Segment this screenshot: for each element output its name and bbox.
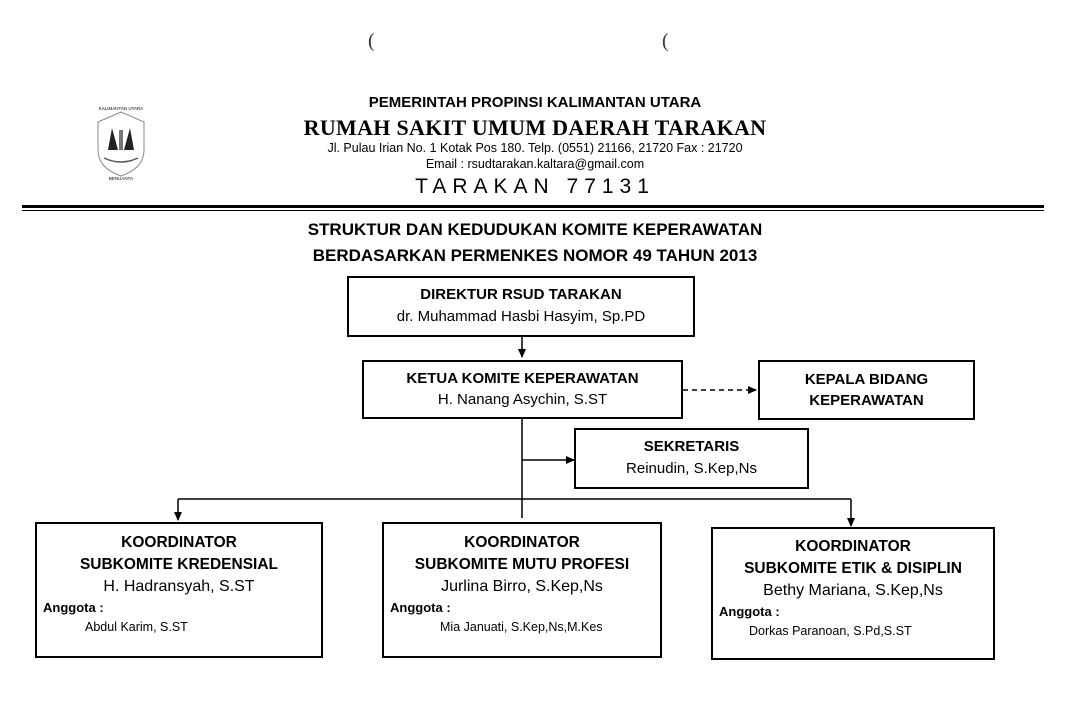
node-secretary: SEKRETARIS Reinudin, S.Kep,Ns — [574, 428, 809, 489]
node-subcommittee-credential: KOORDINATOR SUBKOMITE KREDENSIAL H. Hadr… — [35, 522, 323, 658]
director-title: DIREKTUR RSUD TARAKAN — [420, 286, 622, 303]
sub1-title-line2: SUBKOMITE KREDENSIAL — [79, 556, 279, 573]
sub3-member: Dorkas Paranoan, S.Pd,S.ST — [749, 624, 912, 638]
sub3-title-line1: KOORDINATOR — [795, 538, 911, 555]
director-name: dr. Muhammad Hasbi Hasyim, Sp.PD — [396, 308, 646, 325]
nursing-head-title-line1: KEPALA BIDANG — [804, 371, 929, 388]
sub2-members-label: Anggota : — [390, 600, 451, 615]
sub1-title-line1: KOORDINATOR — [121, 534, 237, 551]
government-name: PEMERINTAH PROPINSI KALIMANTAN UTARA — [368, 94, 702, 111]
scan-mark-right: ( — [662, 30, 669, 52]
sub1-coordinator-name: H. Hadransyah, S.ST — [103, 578, 255, 595]
sub1-members-label: Anggota : — [43, 600, 104, 615]
logo-top-text: KALIMANTAN UTARA — [99, 106, 144, 111]
secretary-name: Reinudin, S.Kep,Ns — [626, 460, 757, 477]
document-title-line2: BERDASARKAN PERMENKES NOMOR 49 TAHUN 201… — [312, 246, 758, 265]
node-director: DIREKTUR RSUD TARAKAN dr. Muhammad Hasbi… — [347, 276, 695, 337]
hospital-name: RUMAH SAKIT UMUM DAERAH TARAKAN — [303, 115, 767, 140]
letterhead-rule-thin — [22, 210, 1044, 211]
logo-bottom-text: BENUANTA — [109, 176, 133, 181]
chair-name: H. Nanang Asychin, S.ST — [437, 391, 608, 408]
secretary-title: SEKRETARIS — [643, 438, 740, 455]
nursing-head-title-line2: KEPERAWATAN — [809, 392, 924, 409]
sub2-title-line2: SUBKOMITE MUTU PROFESI — [414, 556, 630, 573]
hospital-address: Jl. Pulau Irian No. 1 Kotak Pos 180. Tel… — [327, 141, 743, 155]
sub3-coordinator-name: Bethy Mariana, S.Kep,Ns — [763, 582, 943, 599]
node-subcommittee-quality: KOORDINATOR SUBKOMITE MUTU PROFESI Jurli… — [382, 522, 662, 658]
sub2-title-line1: KOORDINATOR — [464, 534, 580, 551]
document-title-line1: STRUKTUR DAN KEDUDUKAN KOMITE KEPERAWATA… — [307, 220, 763, 239]
letterhead-rule-thick — [22, 205, 1044, 208]
chair-title: KETUA KOMITE KEPERAWATAN — [406, 370, 639, 387]
node-nursing-head: KEPALA BIDANG KEPERAWATAN — [758, 360, 975, 420]
sub2-coordinator-name: Jurlina Birro, S.Kep,Ns — [441, 578, 603, 595]
node-subcommittee-ethics: KOORDINATOR SUBKOMITE ETIK & DISIPLIN Be… — [711, 527, 995, 660]
province-seal-logo: KALIMANTAN UTARA BENUANTA — [97, 106, 145, 181]
city-postal: TARAKAN 77131 — [415, 175, 655, 198]
hospital-email: Email : rsudtarakan.kaltara@gmail.com — [425, 157, 645, 171]
sub3-members-label: Anggota : — [719, 604, 780, 619]
node-committee-chair: KETUA KOMITE KEPERAWATAN H. Nanang Asych… — [362, 360, 683, 419]
scan-mark-left: ( — [368, 30, 375, 52]
sub1-member: Abdul Karim, S.ST — [85, 620, 188, 634]
sub2-member: Mia Januati, S.Kep,Ns,M.Kes — [440, 620, 603, 634]
sub3-title-line2: SUBKOMITE ETIK & DISIPLIN — [744, 560, 962, 577]
